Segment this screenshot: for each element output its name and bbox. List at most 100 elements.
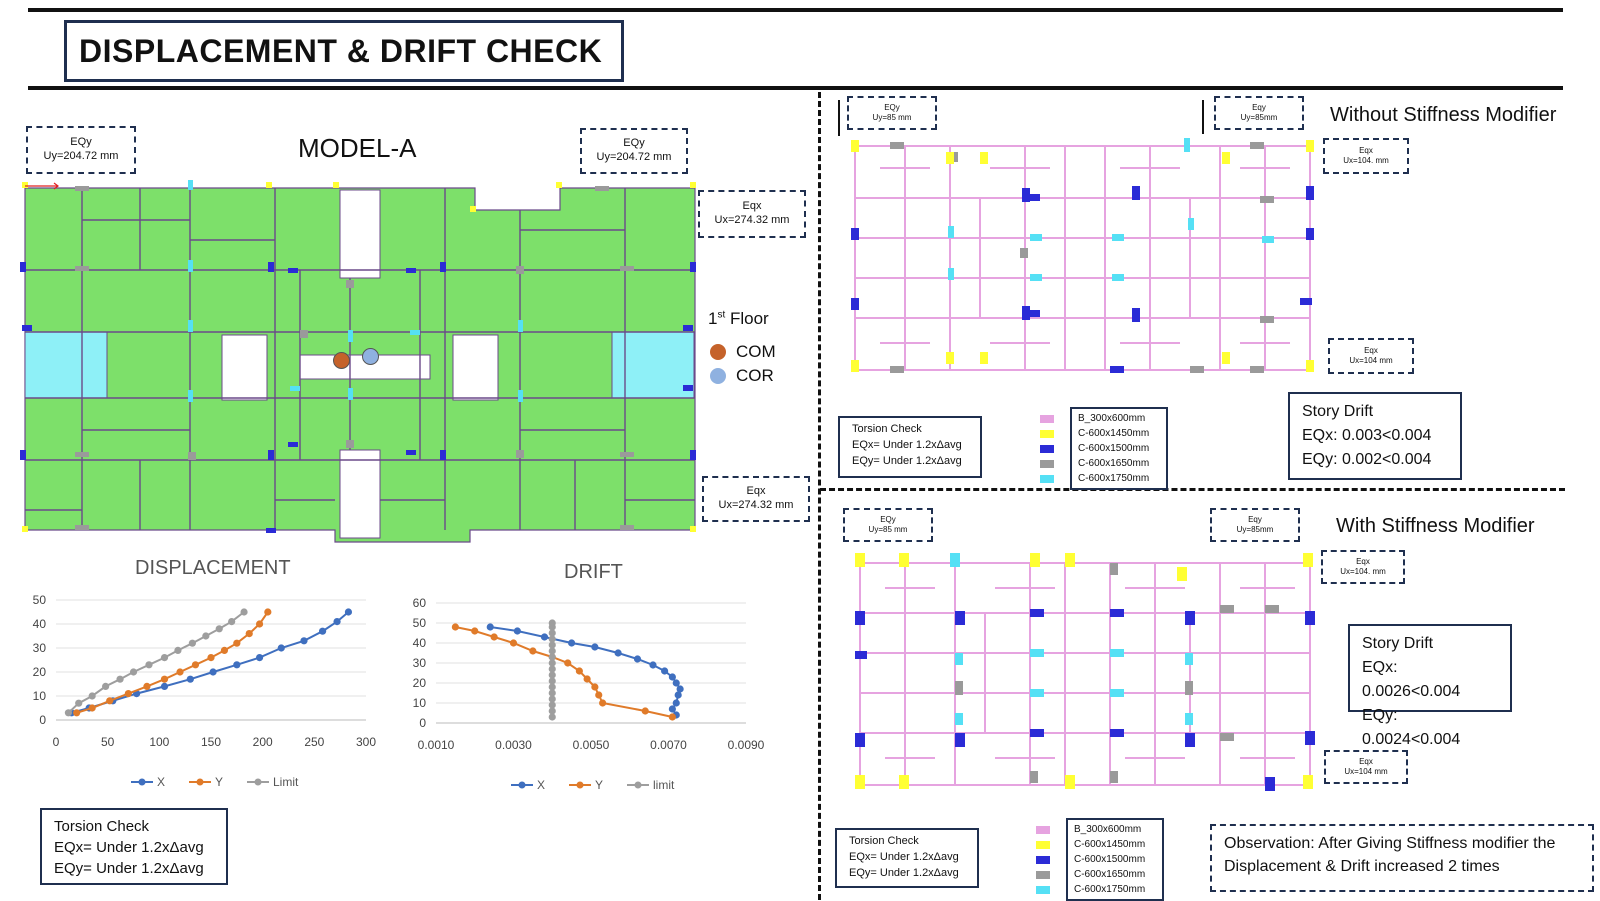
- data-point-y: [583, 675, 591, 683]
- eq-box-right-top: Eqx Ux=104. mm: [1323, 138, 1409, 174]
- torsion-title: Torsion Check: [849, 835, 919, 847]
- eq-box-label: Eqx: [742, 200, 762, 213]
- data-point-x: [591, 643, 599, 651]
- data-point-x: [160, 682, 169, 690]
- legend-label-x: X: [157, 775, 165, 789]
- y-tick-label: 50: [33, 593, 47, 607]
- legend-label: C-600x1650mm: [1078, 458, 1150, 469]
- data-point-limit: [548, 641, 556, 649]
- x-tick-label: 0.0030: [495, 738, 532, 752]
- data-point-limit: [75, 699, 83, 707]
- legend-marker-x: [138, 778, 146, 786]
- data-point-x: [672, 679, 680, 687]
- data-point-y: [471, 627, 479, 635]
- data-point-limit: [174, 646, 182, 654]
- y-tick-label: 30: [413, 656, 427, 670]
- without-modifier-framing-plan: [850, 138, 1320, 383]
- eq-box-label: Eqy: [1248, 515, 1262, 524]
- y-tick-label: 50: [413, 616, 427, 630]
- data-point-limit: [145, 661, 153, 669]
- y-tick-label: 0: [39, 713, 46, 727]
- data-point-x: [300, 637, 308, 645]
- without-torsion-box: Torsion Check EQx= Under 1.2xΔavg EQy= U…: [838, 416, 982, 478]
- data-point-limit: [548, 701, 556, 709]
- observation-box: Observation: After Giving Stiffness modi…: [1210, 824, 1594, 892]
- data-point-y: [143, 682, 151, 690]
- legend-cor: COR: [710, 364, 776, 388]
- data-point-x: [668, 673, 676, 681]
- data-point-limit: [548, 683, 556, 691]
- eq-box-label: Eqx: [1356, 557, 1370, 566]
- eq-box-top-left: EQy Uy=204.72 mm: [26, 126, 136, 174]
- data-point-limit: [548, 707, 556, 715]
- y-tick-label: 20: [413, 676, 427, 690]
- data-point-x: [633, 655, 642, 663]
- com-dot: [710, 344, 726, 360]
- data-point-x: [672, 699, 680, 707]
- eq-box-value: Uy=85mm: [1240, 113, 1278, 122]
- data-point-x: [333, 618, 341, 626]
- with-modifier-framing-plan: [855, 553, 1315, 798]
- legend-label-x: X: [537, 778, 545, 792]
- title-underline: [28, 86, 1563, 90]
- legend-label: C-600x1450mm: [1074, 839, 1146, 850]
- top-rule: [28, 8, 1563, 12]
- eq-box-label: EQy: [880, 515, 896, 524]
- swatch-col-1500: [1040, 445, 1054, 453]
- swatch-col-1650: [1036, 871, 1050, 879]
- legend-label: C-600x1650mm: [1074, 869, 1146, 880]
- data-point-limit: [548, 635, 556, 643]
- data-point-x: [209, 668, 217, 676]
- up-arrow-right-icon: [1202, 100, 1204, 134]
- legend-label: C-600x1450mm: [1078, 428, 1150, 439]
- torsion-y: EQy= Under 1.2xΔavg: [54, 860, 204, 877]
- swatch-col-1500: [1036, 856, 1050, 864]
- data-point-limit: [548, 619, 556, 627]
- legend-label: B_300x600mm: [1078, 413, 1146, 424]
- legend-label: C-600x1750mm: [1078, 473, 1150, 484]
- swatch-column: [1040, 415, 1054, 490]
- model-torsion-box: Torsion Check EQx= Under 1.2xΔavg EQy= U…: [40, 808, 228, 885]
- eq-box-value: Ux=104 mm: [1344, 767, 1388, 776]
- y-tick-label: 0: [419, 716, 426, 730]
- data-point-y: [176, 668, 184, 676]
- data-point-limit: [548, 677, 556, 685]
- up-arrow-left-icon: [838, 100, 840, 136]
- drift-chart-title: DRIFT: [564, 561, 623, 583]
- data-point-y: [599, 699, 607, 707]
- data-point-y: [529, 647, 537, 655]
- swatch-col-1450: [1036, 841, 1050, 849]
- data-point-y: [264, 608, 272, 616]
- x-tick-label: 100: [149, 735, 169, 749]
- data-point-x: [568, 639, 576, 647]
- data-point-y: [575, 667, 583, 675]
- eq-box-right-top: Eqx Ux=104. mm: [1321, 550, 1405, 584]
- legend-label-limit: Limit: [273, 775, 299, 789]
- data-point-limit: [188, 639, 196, 647]
- legend-marker-y: [576, 781, 584, 789]
- data-point-y: [591, 683, 599, 691]
- data-point-limit: [548, 653, 556, 661]
- eq-box-value: Uy=204.72 mm: [43, 150, 119, 162]
- x-tick-label: 0: [53, 735, 60, 749]
- data-point-x: [319, 627, 327, 635]
- data-point-x: [649, 661, 657, 669]
- x-tick-label: 0.0070: [650, 738, 687, 752]
- data-point-limit: [202, 632, 210, 640]
- title-box: DISPLACEMENT & DRIFT CHECK: [64, 20, 624, 82]
- eq-box-right-bottom: Eqx Ux=274.32 mm: [702, 476, 810, 522]
- eq-box-label: EQy: [884, 103, 900, 112]
- torsion-y: EQy= Under 1.2xΔavg: [852, 454, 962, 467]
- data-point-y: [641, 707, 649, 715]
- legend-label: C-600x1500mm: [1074, 854, 1146, 865]
- data-point-x: [255, 654, 264, 662]
- data-point-limit: [548, 659, 556, 667]
- data-point-y: [245, 630, 253, 638]
- eq-box-label: Eqx: [1359, 757, 1373, 766]
- torsion-x: EQx= Under 1.2xΔavg: [852, 438, 962, 451]
- displacement-chart-title: DISPLACEMENT: [135, 557, 291, 579]
- x-tick-label: 200: [253, 735, 273, 749]
- eq-box-value: Uy=85mm: [1236, 525, 1274, 534]
- floor-sup: st: [717, 309, 726, 321]
- com-marker: [333, 352, 350, 369]
